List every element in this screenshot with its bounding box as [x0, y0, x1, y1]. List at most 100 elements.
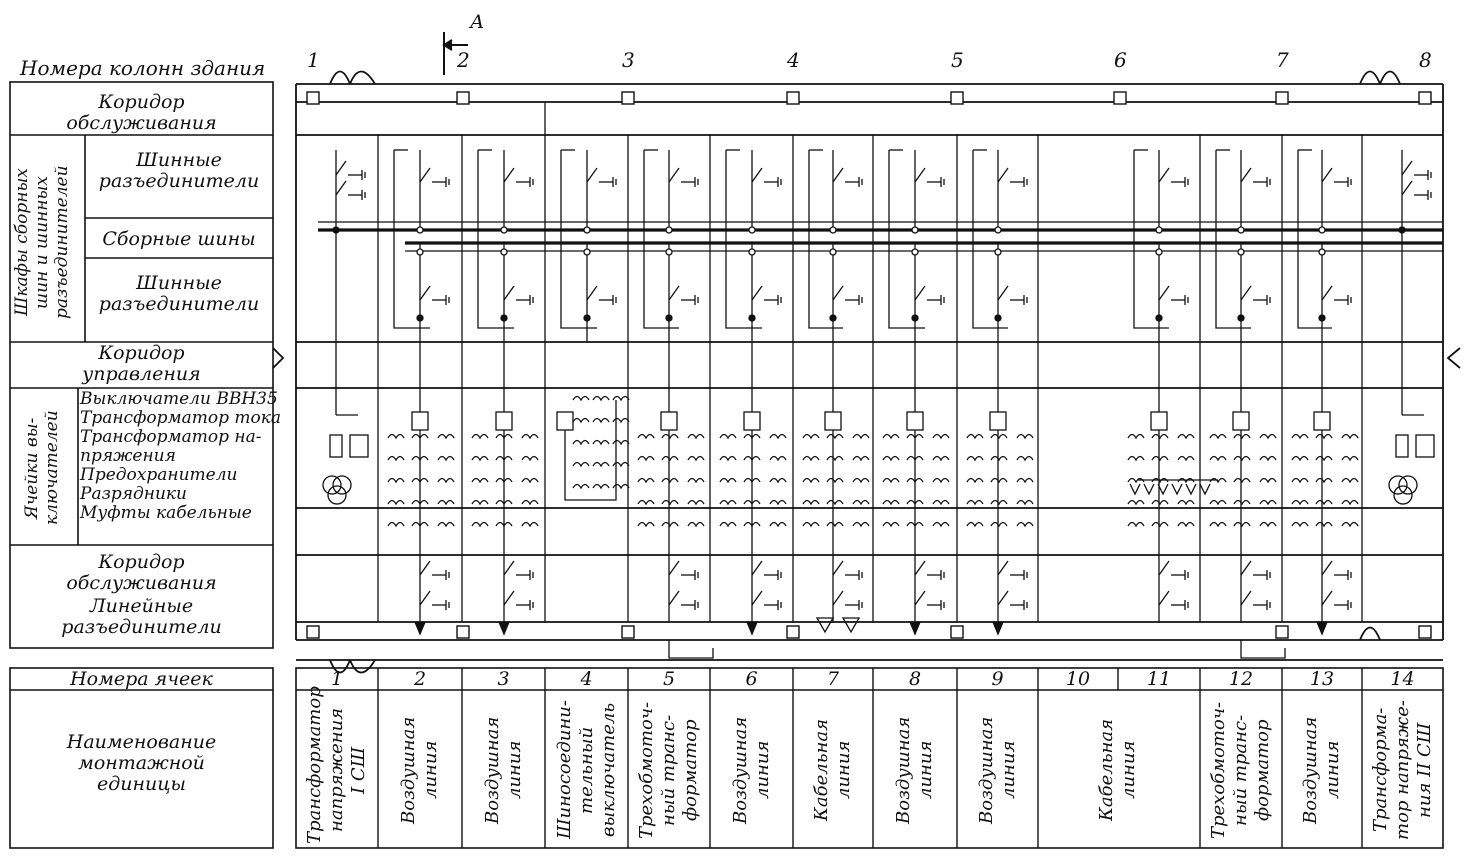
- transformer-coil: [1291, 521, 1309, 527]
- transformer-coil: [802, 521, 820, 527]
- transformer-coil: [826, 521, 844, 527]
- cell-number: 4: [580, 668, 593, 690]
- building-column-top: [1113, 91, 1127, 105]
- transformer-coil: [612, 395, 630, 401]
- label-line: Наименование: [66, 731, 217, 753]
- transformer-coil: [990, 477, 1008, 483]
- busbars-label: Сборные шины: [102, 228, 256, 250]
- transformer-coil: [769, 499, 787, 505]
- transformer-coil: [966, 433, 984, 439]
- transformer-coil: [1177, 499, 1195, 505]
- label-line: линия: [1322, 740, 1343, 800]
- transformer-coil: [471, 477, 489, 483]
- transformer-coil: [802, 433, 820, 439]
- left-label-frame: [9, 81, 274, 649]
- label-line: ключателей: [42, 410, 62, 526]
- building-column-bottom: [1418, 625, 1432, 639]
- label-line: Воздушная: [893, 716, 914, 824]
- building-column-top: [306, 91, 320, 105]
- transformer-coil: [387, 433, 405, 439]
- cell-number: 7: [826, 668, 840, 690]
- transformer-coil: [661, 477, 679, 483]
- transformer-coil: [572, 483, 590, 489]
- label-line: линия: [751, 740, 773, 800]
- column-number: 4: [787, 48, 800, 72]
- cell-number: 5: [662, 668, 676, 690]
- transformer-coil: [1016, 521, 1034, 527]
- cell-schematics: [322, 149, 1435, 659]
- transformer-coil: [802, 499, 820, 505]
- transformer-coil: [687, 521, 705, 527]
- label-line: разъединители: [98, 293, 260, 315]
- label-line: обслуживания: [66, 572, 217, 594]
- cell-unit-name: Трехобмоточ-ный транс-форматор: [636, 696, 702, 844]
- transformer-coil: [1016, 455, 1034, 461]
- transformer-coil: [471, 499, 489, 505]
- label-line: Шкафы сборных: [12, 168, 32, 317]
- transformer-coil: [882, 499, 900, 505]
- building-column-bottom: [456, 625, 470, 639]
- label-line: линия: [420, 740, 441, 800]
- cell-schematic-2: [387, 149, 455, 636]
- transformer-coil: [1127, 433, 1145, 439]
- cell-table: [9, 667, 1444, 849]
- cell-number: 8: [908, 668, 922, 690]
- transformer-coil: [966, 455, 984, 461]
- column-number: 1: [307, 48, 320, 72]
- transformer-coil: [592, 461, 610, 467]
- transformer-coil: [1016, 477, 1034, 483]
- transformer-coil: [932, 499, 950, 505]
- transformer-coil: [387, 499, 405, 505]
- label-line: ный транс-: [658, 714, 679, 826]
- service-corridor-top-label: Коридор обслуживания: [10, 92, 273, 134]
- transformer-coil: [769, 521, 787, 527]
- transformer-coil: [687, 499, 705, 505]
- cell-schematic-7: [802, 149, 870, 634]
- transformer-coil: [1315, 521, 1333, 527]
- cell-unit-name: Трансформа-тор напряже-ния II СШ: [1370, 696, 1436, 844]
- transformer-coil: [592, 439, 610, 445]
- cell-numbers-label: Номера ячеек: [70, 668, 213, 690]
- transformer-coil: [1341, 521, 1359, 527]
- label-line: разъединителей: [52, 165, 72, 320]
- transformer-coil: [719, 455, 737, 461]
- cell-schematic-12: [1209, 149, 1286, 659]
- label-line: обслуживания: [66, 112, 217, 134]
- transformer-coil: [637, 521, 655, 527]
- label-line: форматор: [680, 719, 701, 821]
- transformer-coil: [437, 477, 455, 483]
- cell-schematic-8: [882, 149, 950, 636]
- equipment-item: Муфты кабельные: [80, 503, 252, 523]
- transformer-coil: [387, 455, 405, 461]
- transformer-coil: [852, 455, 870, 461]
- transformer-coil: [990, 433, 1008, 439]
- transformer-coil: [1291, 433, 1309, 439]
- transformer-coil: [990, 521, 1008, 527]
- column-number: 8: [1419, 48, 1432, 72]
- transformer-coil: [471, 521, 489, 527]
- transformer-coil: [521, 477, 539, 483]
- transformer-coil: [1209, 521, 1227, 527]
- label-line: Трехобмоточ-: [636, 701, 657, 839]
- transformer-coil: [1259, 455, 1277, 461]
- column-number: 2: [457, 48, 470, 72]
- building-column-bottom: [950, 625, 964, 639]
- transformer-coil: [932, 521, 950, 527]
- table-dividers: [377, 668, 1363, 848]
- cell-number: 1: [330, 668, 344, 690]
- transformer-coil: [882, 477, 900, 483]
- label-line: единицы: [96, 773, 186, 795]
- transformer-coil: [932, 433, 950, 439]
- transformer-coil: [437, 455, 455, 461]
- transformer-coil: [769, 455, 787, 461]
- service-corridor-bottom-label: Коридор обслуживания: [10, 552, 273, 594]
- transformer-coil: [1177, 433, 1195, 439]
- transformer-coil: [1315, 433, 1333, 439]
- label-line: управления: [82, 363, 201, 385]
- label-line: Кабельная: [811, 718, 832, 822]
- transformer-coil: [592, 395, 610, 401]
